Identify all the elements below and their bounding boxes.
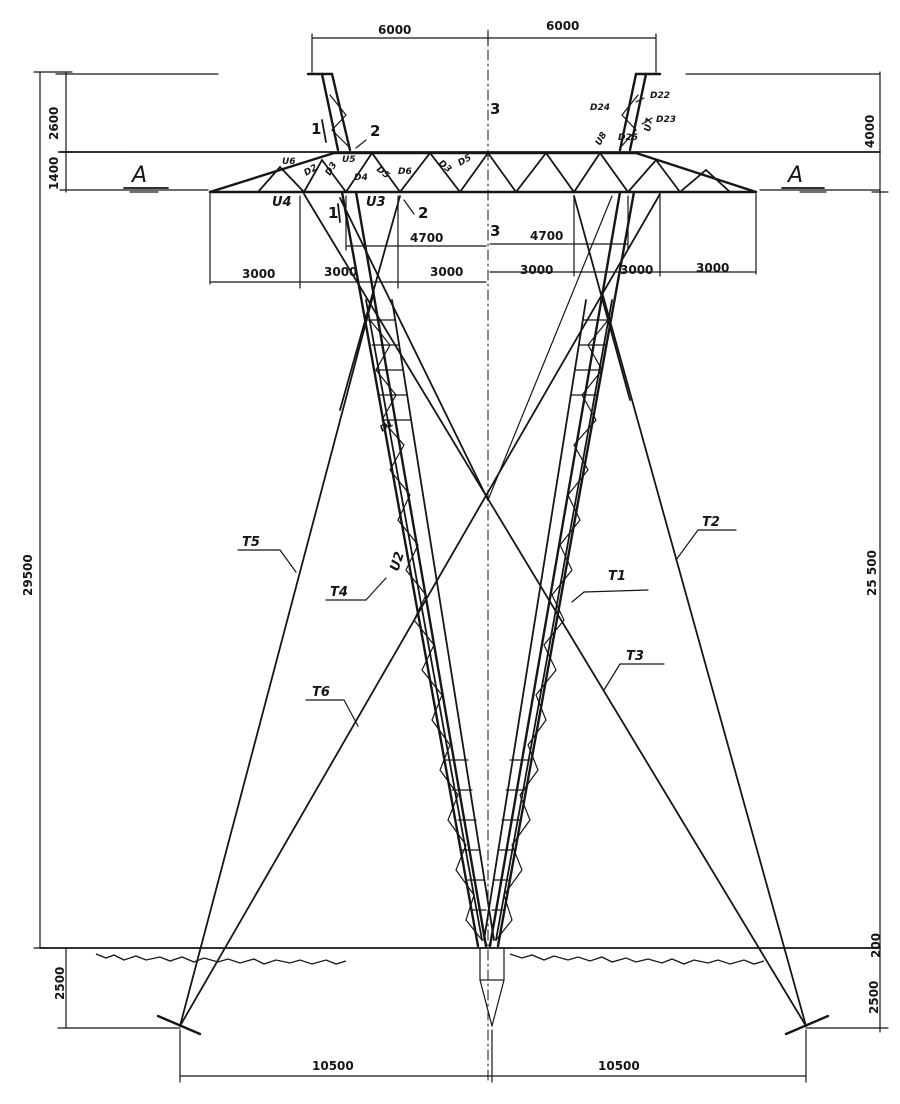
label-D4: D4 [354,173,368,183]
callout-left-lower-1: 1 [328,204,338,222]
callout-center-mid-3: 3 [490,222,500,240]
right-leg [483,190,636,948]
label-T4: T4 [330,585,348,600]
dim-total-height-right: 25 500 [865,550,879,596]
span-dimensions: 3000 3000 3000 3000 3000 3000 4700 4700 [209,193,757,289]
dim-3000-d: 3000 [520,263,553,277]
label-D25: D25 [618,133,638,143]
guy-labels: T1 T2 T3 T4 T5 T6 [237,515,737,727]
dim-base-left: 10500 [312,1059,354,1073]
label-U5: U5 [342,155,356,165]
label-U6: U6 [282,157,296,167]
section-mark-left: A [130,163,147,188]
dim-right-top: 4000 [863,115,877,148]
dim-left-lower: 1400 [47,157,61,190]
callout-left-upper-1: 1 [311,120,321,138]
right-dimensions: 4000 25 500 200 [863,71,889,1033]
member-labels: U6 U5 U4 U3 U2 U8 U7 D2 D3 D4 D5 D6 D3 D… [272,91,676,573]
dim-3000-c: 3000 [430,265,463,279]
label-T2: T2 [702,515,720,530]
section-marks: A A [123,163,825,189]
label-U4: U4 [272,195,292,210]
label-D3: D3 [324,161,340,178]
label-U8: U8 [594,131,609,148]
label-D3-arm: D3 [436,159,453,175]
dim-4700-left: 4700 [410,231,443,245]
label-D5: D5 [374,165,391,181]
label-D2: D2 [303,163,320,179]
dim-4700-right: 4700 [530,229,563,243]
dim-foundation-right: 2500 [867,981,881,1014]
base-dimensions: 10500 10500 [179,1029,807,1083]
crossarm [59,151,881,194]
callout-left-lower-2: 2 [418,204,428,222]
label-D24: D24 [590,103,610,113]
dim-3000-f: 3000 [696,261,729,275]
dim-total-height-left: 29500 [21,554,35,596]
label-T5: T5 [242,535,260,550]
left-dimensions: 2600 1400 29500 [21,71,73,949]
dim-3000-b: 3000 [324,265,357,279]
left-leg [340,190,495,948]
label-T6: T6 [312,685,330,700]
label-T3: T3 [626,649,644,664]
label-U3: U3 [366,195,386,210]
callout-left-upper-2: 2 [370,122,380,140]
label-U7: U7 [643,117,655,133]
label-D23: D23 [656,115,676,125]
dim-3000-e: 3000 [620,263,653,277]
label-D6: D6 [398,167,412,177]
dim-3000-a: 3000 [242,267,275,281]
guy-wires [179,193,807,1027]
dim-left-upper: 2600 [47,107,61,140]
top-dimension: 6000 6000 [311,19,657,73]
label-U2: U2 [388,550,408,573]
dim-base-right: 10500 [598,1059,640,1073]
callout-center-top-3: 3 [490,100,500,118]
section-mark-right: A [786,163,803,188]
ground: 2500 2500 [39,947,889,1036]
label-D22: D22 [650,91,670,101]
label-T1: T1 [608,569,626,584]
dim-top-left: 6000 [378,23,411,37]
callouts: 1 2 1 2 3 3 [311,100,500,240]
label-D5-arm: D5 [457,153,474,169]
dim-pad-right: 200 [869,933,883,958]
dim-top-right: 6000 [546,19,579,33]
earth-wire-peaks [55,72,881,152]
dim-foundation-left: 2500 [53,967,67,1000]
